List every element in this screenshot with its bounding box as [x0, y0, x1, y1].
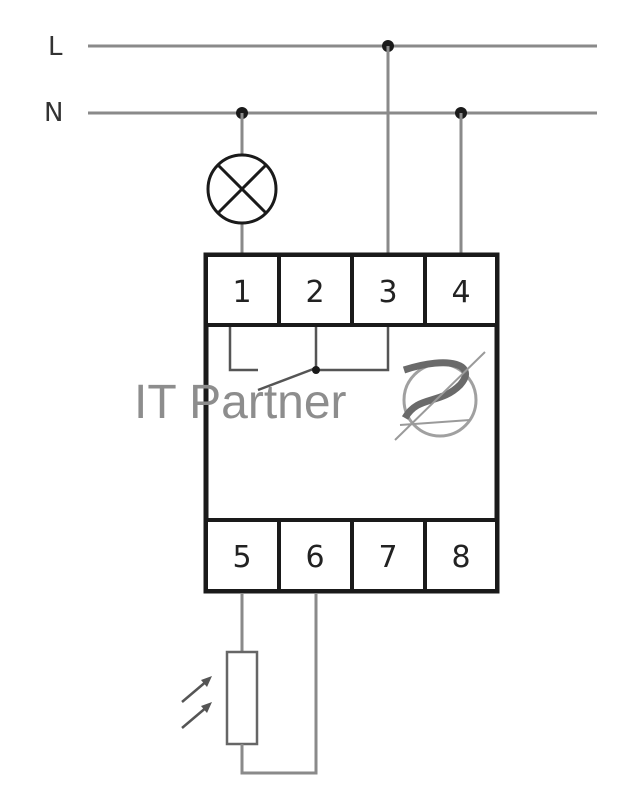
terminal-6-label: 6: [305, 540, 324, 575]
photoresistor-icon: [225, 650, 259, 746]
top-terminal-block: 1 2 3 4: [204, 253, 499, 327]
terminal-2-label: 2: [305, 275, 324, 310]
relay-contact-symbol: [228, 327, 390, 392]
bottom-terminal-block: 5 6 7 8: [204, 518, 499, 593]
terminal-2: [277, 253, 354, 327]
terminal-4-label: 4: [451, 275, 470, 310]
terminal-4: [423, 253, 499, 327]
terminal-1-label: 1: [232, 275, 251, 310]
neutral-line-label: N: [44, 98, 63, 128]
watermark-text: IT Partner: [134, 376, 347, 429]
terminal-1: [204, 253, 281, 327]
watermark-logo-icon: [394, 351, 486, 441]
live-line-label: L: [48, 32, 63, 62]
lamp-icon: [206, 153, 278, 225]
light-arrows-icon: [181, 676, 212, 729]
wire-sensor-to-t6: [240, 593, 318, 775]
terminal-7-label: 7: [378, 540, 397, 575]
terminal-3-label: 3: [378, 275, 397, 310]
terminal-6: [277, 518, 354, 593]
terminal-5-label: 5: [232, 540, 251, 575]
watermark: IT Partner: [134, 351, 486, 441]
terminal-8: [423, 518, 499, 593]
terminal-8-label: 8: [451, 540, 470, 575]
